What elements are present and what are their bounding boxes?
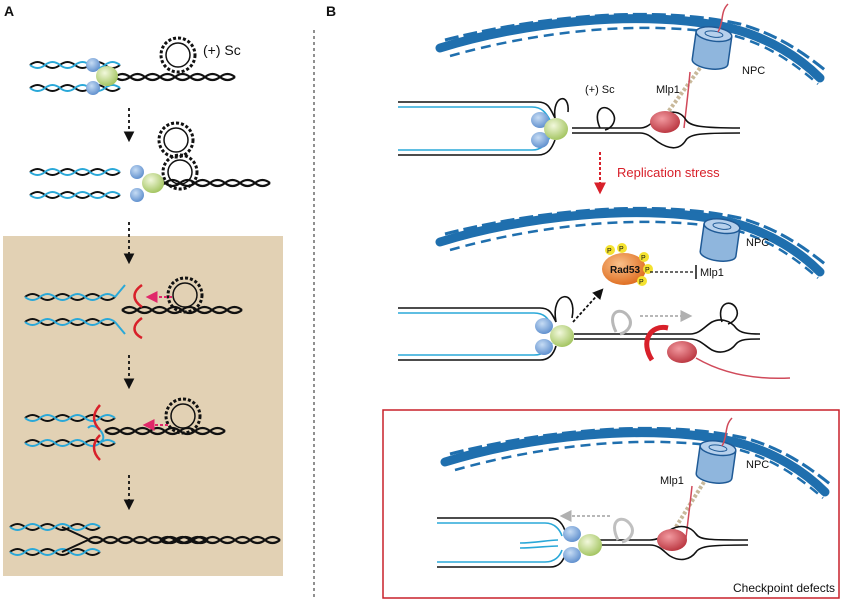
fork-reversal-arc-bottom	[133, 316, 143, 340]
reversed-supercoil	[611, 309, 632, 336]
reversed-supercoil	[613, 517, 634, 544]
panel-b-label: B	[326, 3, 336, 19]
mlp1-label: Mlp1	[700, 267, 724, 279]
npc-label: NPC	[746, 237, 769, 249]
npc-label: NPC	[746, 459, 769, 471]
mlp1-label: Mlp1	[656, 84, 680, 96]
helicase-top	[531, 112, 549, 128]
polymerase	[544, 118, 568, 140]
fork-stage-3	[24, 276, 244, 340]
svg-text:P: P	[639, 279, 644, 286]
fork-stage-4	[24, 397, 227, 461]
mlp1-tether	[666, 66, 702, 114]
svg-text:P: P	[619, 246, 624, 253]
helicase-bottom	[563, 547, 581, 563]
fork-stage-1: (+) Sc	[29, 36, 241, 95]
helicase-top	[535, 318, 553, 334]
fork-reversal-arc-top	[133, 283, 143, 309]
supercoil-label-a: (+) Sc	[203, 42, 241, 58]
polymerase	[578, 534, 602, 556]
panel-a-label: A	[4, 3, 14, 19]
npc-icon	[690, 23, 734, 73]
fork-reversal-arc-bottom	[92, 434, 101, 461]
mlp1-protein	[650, 111, 680, 133]
helicase-top	[86, 58, 100, 72]
polymerase	[142, 173, 164, 193]
helicase-top	[563, 526, 581, 542]
checkpoint-defect-box	[382, 409, 840, 599]
defect-label: Checkpoint defects	[733, 581, 835, 595]
mlp1-tail	[721, 417, 733, 447]
mlp1-fiber-released	[695, 357, 791, 380]
fork-reversal-arc-top	[92, 404, 101, 431]
helicase-bottom	[130, 188, 144, 202]
panel-b: B NPC Mlp1 (+) Sc	[326, 3, 840, 599]
svg-text:P: P	[607, 248, 612, 255]
helicase-bottom	[86, 81, 100, 95]
rad53-label: Rad53	[610, 265, 640, 276]
svg-text:P: P	[645, 267, 650, 274]
mlp1-fiber	[683, 71, 691, 129]
mlp1-label: Mlp1	[660, 475, 684, 487]
npc-icon	[698, 215, 742, 265]
panel-a: A (+) Sc	[3, 3, 283, 576]
supercoil-label-b: (+) Sc	[585, 84, 615, 96]
helicase-bottom	[531, 132, 549, 148]
npc-label: NPC	[742, 65, 765, 77]
shaded-region	[3, 236, 283, 576]
mlp1-tether	[672, 480, 706, 532]
scene-normal-replication: NPC Mlp1 (+) Sc	[398, 3, 825, 156]
scene-replication-stress: NPC Rad53 P P P P P Mlp1	[398, 208, 825, 380]
release-arrow	[644, 324, 669, 362]
fork-stage-5	[9, 523, 282, 556]
fork-stage-2	[29, 121, 272, 202]
svg-text:P: P	[641, 255, 646, 262]
mlp1-tail	[717, 3, 729, 33]
activation-arrow	[572, 288, 604, 323]
scene-checkpoint-defects: NPC Mlp1 Checkpoint defects	[437, 417, 835, 595]
polymerase	[96, 66, 118, 86]
mlp1-protein	[657, 529, 687, 551]
mlp1-fiber	[685, 485, 693, 539]
polymerase	[550, 325, 574, 347]
stress-label: Replication stress	[617, 165, 720, 180]
helicase-bottom	[535, 339, 553, 355]
npc-icon	[694, 437, 738, 487]
mlp1-protein-released	[667, 341, 697, 363]
rad53-kinase	[602, 253, 646, 285]
helicase-top	[130, 165, 144, 179]
